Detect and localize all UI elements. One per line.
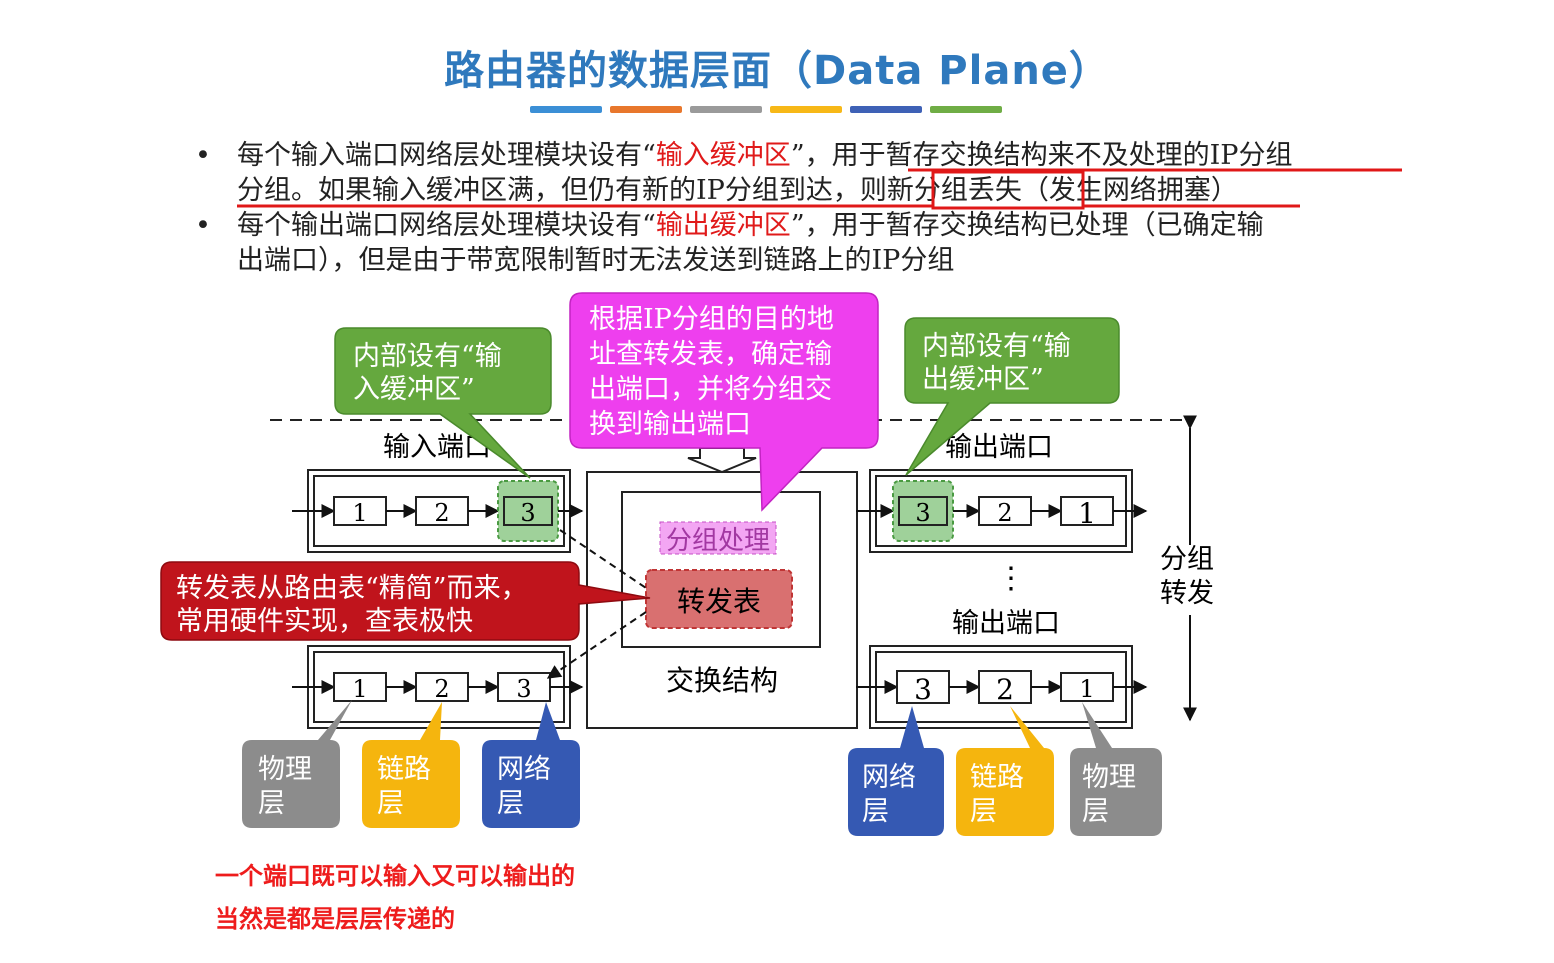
forwarding-table-label: 转发表 bbox=[677, 585, 761, 618]
queue-slot-buffer: 3 bbox=[915, 499, 930, 527]
bullet-dot: • bbox=[195, 140, 211, 171]
layer-label-physical-left: 物理 层 bbox=[242, 700, 352, 828]
lookup-link bbox=[559, 529, 647, 589]
queue-slot: 1 bbox=[352, 675, 367, 703]
bullet-text: 每个输入端口网络层处理模块设有“ bbox=[237, 140, 656, 171]
queue-slot: 1 bbox=[1079, 675, 1094, 703]
queue-slot: 2 bbox=[997, 499, 1012, 527]
output-port-label: 输出端口 bbox=[952, 608, 1060, 639]
bullet-text: 每个输出端口网络层处理模块设有“ bbox=[237, 210, 656, 241]
slide-title: 路由器的数据层面（Data Plane） bbox=[444, 48, 1110, 94]
callout-lookup: 根据IP分组的目的地 址查转发表，确定输 出端口，并将分组交 换到输出端口 bbox=[569, 292, 879, 512]
bullet-text: ”，用于暂存交换结构来不及处理的IP分组 bbox=[790, 140, 1293, 171]
accent-bar bbox=[690, 106, 762, 113]
accent-bar bbox=[770, 106, 842, 113]
callout-output-buffer: 内部设有“输 出缓冲区” bbox=[904, 317, 1120, 476]
bullet-list: • 每个输入端口网络层处理模块设有“输入缓冲区”，用于暂存交换结构来不及处理的I… bbox=[195, 138, 1425, 278]
callout-text: 常用硬件实现，查表极快 bbox=[176, 606, 473, 637]
layer-label-text: 层 bbox=[1082, 796, 1109, 827]
layer-label-text: 层 bbox=[970, 796, 997, 827]
queue-slot: 2 bbox=[434, 499, 449, 527]
callout-text: 换到输出端口 bbox=[589, 409, 751, 440]
queue-slot: 2 bbox=[434, 675, 449, 703]
output-port-bottom: 3 2 1 bbox=[856, 645, 1148, 729]
title-accent-bars bbox=[530, 106, 1002, 114]
switch-fabric-label: 交换结构 bbox=[666, 664, 778, 697]
forwarding-side-label: 分组 bbox=[1160, 544, 1214, 575]
callout-input-buffer: 内部设有“输 入缓冲区” bbox=[334, 327, 552, 479]
queue-slot: 1 bbox=[1078, 497, 1096, 530]
layer-label-text: 物理 bbox=[1082, 762, 1136, 793]
callout-text: 址查转发表，确定输 bbox=[589, 339, 832, 370]
packet-processing-label: 分组处理 bbox=[666, 526, 770, 556]
queue-slot: 3 bbox=[914, 673, 932, 706]
callout-text: 入缓冲区” bbox=[353, 374, 475, 405]
layer-label-text: 层 bbox=[377, 788, 404, 819]
queue-slot: 2 bbox=[996, 673, 1014, 706]
layer-label-text: 层 bbox=[862, 796, 889, 827]
layer-label-physical-right: 物理 层 bbox=[1070, 702, 1162, 836]
callout-text: 内部设有“输 bbox=[922, 331, 1071, 362]
bullet-dot: • bbox=[195, 210, 211, 241]
ellipsis: ⋮ bbox=[996, 561, 1026, 596]
accent-bar bbox=[930, 106, 1002, 113]
callout-text: 根据IP分组的目的地 bbox=[589, 304, 834, 335]
bullet-highlight: 输出缓冲区 bbox=[655, 210, 791, 241]
layer-label-link-left: 链路 层 bbox=[362, 702, 460, 828]
callout-text: 内部设有“输 bbox=[353, 341, 502, 372]
lookup-arrow bbox=[687, 447, 757, 474]
callout-text: 转发表从路由表“精简”而来， bbox=[176, 573, 528, 604]
output-port-label: 输出端口 bbox=[945, 432, 1053, 463]
layer-label-text: 链路 bbox=[377, 754, 431, 785]
lookup-link bbox=[546, 611, 647, 679]
bullet-output-buffer: • 每个输出端口网络层处理模块设有“输出缓冲区”，用于暂存交换结构已处理（已确定… bbox=[195, 208, 1425, 278]
bullet-text: 分组。如果输入缓冲区满，但仍有新的IP分组到达，则新分组丢失（发生网络拥塞） bbox=[237, 175, 1238, 206]
layer-label-text: 物理 bbox=[258, 754, 312, 785]
layer-label-link-right: 链路 层 bbox=[956, 706, 1054, 836]
callout-text: 出端口，并将分组交 bbox=[589, 374, 832, 405]
layer-label-text: 网络 bbox=[862, 762, 916, 793]
forwarding-side-label: 转发 bbox=[1160, 578, 1214, 609]
layer-label-text: 链路 bbox=[970, 762, 1024, 793]
accent-bar bbox=[530, 106, 602, 113]
queue-slot: 1 bbox=[352, 499, 367, 527]
bullet-text: 出端口），但是由于带宽限制暂时无法发送到链路上的IP分组 bbox=[237, 245, 955, 276]
queue-slot: 3 bbox=[516, 675, 531, 703]
layer-label-text: 层 bbox=[258, 788, 285, 819]
accent-bar bbox=[850, 106, 922, 113]
callout-forwarding-table: 转发表从路由表“精简”而来， 常用硬件实现，查表极快 bbox=[160, 561, 651, 641]
queue-slot-buffer: 3 bbox=[520, 499, 535, 527]
handwritten-note: 一个端口既可以输入又可以输出的 bbox=[215, 862, 575, 890]
packet-processing-box bbox=[659, 521, 777, 555]
layer-label-text: 层 bbox=[497, 788, 524, 819]
layer-label-network-right: 网络 层 bbox=[848, 706, 944, 836]
input-port-bottom: 1 2 3 bbox=[292, 645, 584, 729]
layer-label-text: 网络 bbox=[497, 754, 551, 785]
bullet-highlight: 输入缓冲区 bbox=[655, 140, 791, 171]
red-annotations bbox=[237, 168, 1402, 210]
input-port-top: 1 2 3 bbox=[292, 469, 584, 553]
callout-text: 出缓冲区” bbox=[922, 364, 1044, 395]
handwritten-note: 当然是都是层层传递的 bbox=[215, 905, 455, 933]
output-port-top: 3 2 1 bbox=[856, 469, 1148, 553]
layer-label-network-left: 网络 层 bbox=[482, 702, 580, 828]
bullet-input-buffer: • 每个输入端口网络层处理模块设有“输入缓冲区”，用于暂存交换结构来不及处理的I… bbox=[195, 138, 1425, 208]
accent-bar bbox=[610, 106, 682, 113]
bullet-text: ”，用于暂存交换结构已处理（已确定输 bbox=[790, 210, 1264, 241]
highlight-box bbox=[931, 170, 1085, 210]
